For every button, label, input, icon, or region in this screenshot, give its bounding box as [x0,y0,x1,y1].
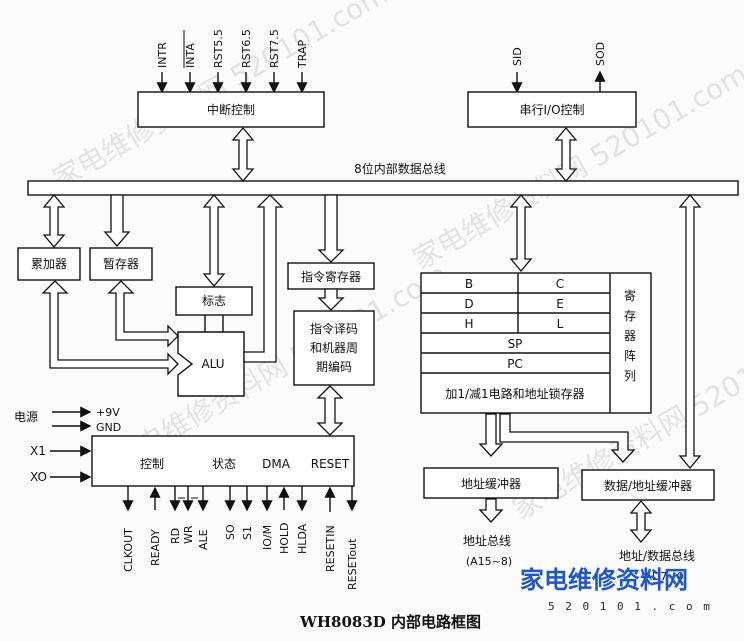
acc-alu-arrow [41,280,179,376]
figure-caption: WH8083D 内部电路框图 [299,613,481,631]
decoder-line3: 期编码 [316,359,352,374]
control-timing-box [91,435,355,487]
vcc-label: +9V [96,406,120,419]
register-array-box [420,272,652,414]
sig-hold: HOLD [278,522,291,554]
accumulator-box [17,247,81,281]
reg-array-char-2: 存 [624,309,636,323]
sig-iom: IO/M [261,525,274,550]
temp-register-label: 暂存器 [103,257,139,271]
x0-label: XO [30,470,47,484]
acc-bus-arrow [42,193,66,249]
flags-bus-arrow [202,193,226,288]
interrupt-control-label: 中断控制 [207,102,255,117]
data-address-bus-range: AD7~0 [644,570,683,583]
sig-wr: WR [182,525,195,544]
address-bus-label: 地址总线 [463,534,511,548]
reg-sp: SP [508,337,523,351]
address-buffer-label: 地址缓冲器 [461,476,521,491]
rst75-label: RST7.5 [268,29,281,68]
watermark-logo: 家电维修资料网 [520,566,688,594]
interrupt-control-box [137,91,325,128]
sid-label: SID [511,47,524,66]
reg-array-char-1: 寄 [624,288,636,303]
addrbuf-out-arrow [478,498,504,523]
data-address-buffer-box [581,469,715,501]
section-dma: DMA [262,457,291,471]
decoder-control-arrow [316,385,344,436]
inta-label: INTA [184,43,197,68]
reg-l: L [557,317,564,331]
section-control: 控制 [140,457,164,471]
reg-array-char-3: 器 [624,329,636,343]
databuf-bus-arrow [678,193,702,470]
sig-s0: SO [224,524,237,540]
data-address-bus-label: 地址/数据总线 [619,548,695,563]
reg-e: E [556,297,564,311]
sig-hlda: HLDA [296,523,309,554]
databuf-out-arrow [629,499,653,544]
alu-label: ALU [201,357,224,371]
decoder-line1: 指令译码 [310,321,358,336]
reg-c: C [556,277,564,291]
sig-ale: ALE [197,529,210,550]
section-reset: RESET [311,457,350,471]
rst65-label: RST6.5 [240,29,253,68]
latch-databuf-arrow [499,413,636,463]
reg-array-char-5: 列 [624,369,636,383]
address-bus-range: (A15~8) [466,555,512,568]
interrupt-inputs: INTR INTA RST5.5 RST6.5 RST7.5 TRAP [156,29,309,94]
data-address-buffer-label: 数据/地址缓冲器 [604,478,692,493]
sig-ready: READY [149,529,162,566]
ir-decoder-arrow [317,288,345,311]
decoder-box [293,310,375,386]
decoder-line2: 和机器周 [310,341,358,355]
watermark-url: 5 2 0 1 0 1 . c o m [548,600,712,613]
temp-alu-arrow [107,280,179,348]
sod-label: SOD [594,42,607,66]
internal-data-bus [27,180,739,196]
ir-bus-arrow [317,194,345,263]
sig-resetin: RESETIN [324,525,337,572]
latch-addrbuf-arrow [478,413,504,457]
address-buffer-box [423,467,559,499]
rst55-label: RST5.5 [212,29,225,68]
serial-bus-arrow [554,126,578,183]
instruction-register-box [287,262,375,290]
serial-inputs: SID SOD [511,42,607,94]
regarray-bus-arrow [509,193,533,273]
serial-io-label: 串行I/O控制 [519,103,584,117]
sig-clkout: CLKOUT [122,528,135,572]
x1-label: X1 [30,444,46,458]
reg-d: D [464,297,473,311]
flags-box [175,286,253,316]
serial-io-box [467,91,637,128]
reg-b: B [465,277,473,291]
reg-array-char-4: 阵 [624,349,636,363]
flags-label: 标志 [202,294,226,308]
section-status: 状态 [212,457,236,471]
temp-bus-arrow [103,194,131,247]
sig-rd: RD [169,528,182,544]
int-bus-arrow [231,126,255,183]
trap-label: TRAP [296,40,309,69]
alu-bus-arrow [243,194,284,363]
accumulator-label: 累加器 [31,257,67,271]
reg-h: H [464,317,473,331]
temp-register-box [89,247,153,281]
intr-label: INTR [156,42,169,68]
internal-bus-label: 8位内部数据总线 [354,161,446,176]
instruction-register-label: 指令寄存器 [301,269,361,284]
power-label: 电源 [14,410,38,424]
reg-pc: PC [507,357,523,371]
power-inputs: 电源 +9V GND X1 XO [14,406,121,484]
gnd-label: GND [96,421,121,434]
control-signals: CLKOUT READY RD WR ALE SO S1 IO/M HOLD H… [122,486,359,590]
sig-s1: S1 [241,526,254,540]
alu-shape [177,331,245,397]
inc-dec-label: 加1/减1电路和地址锁存器 [445,386,584,401]
sig-resetout: RESETout [346,538,359,590]
